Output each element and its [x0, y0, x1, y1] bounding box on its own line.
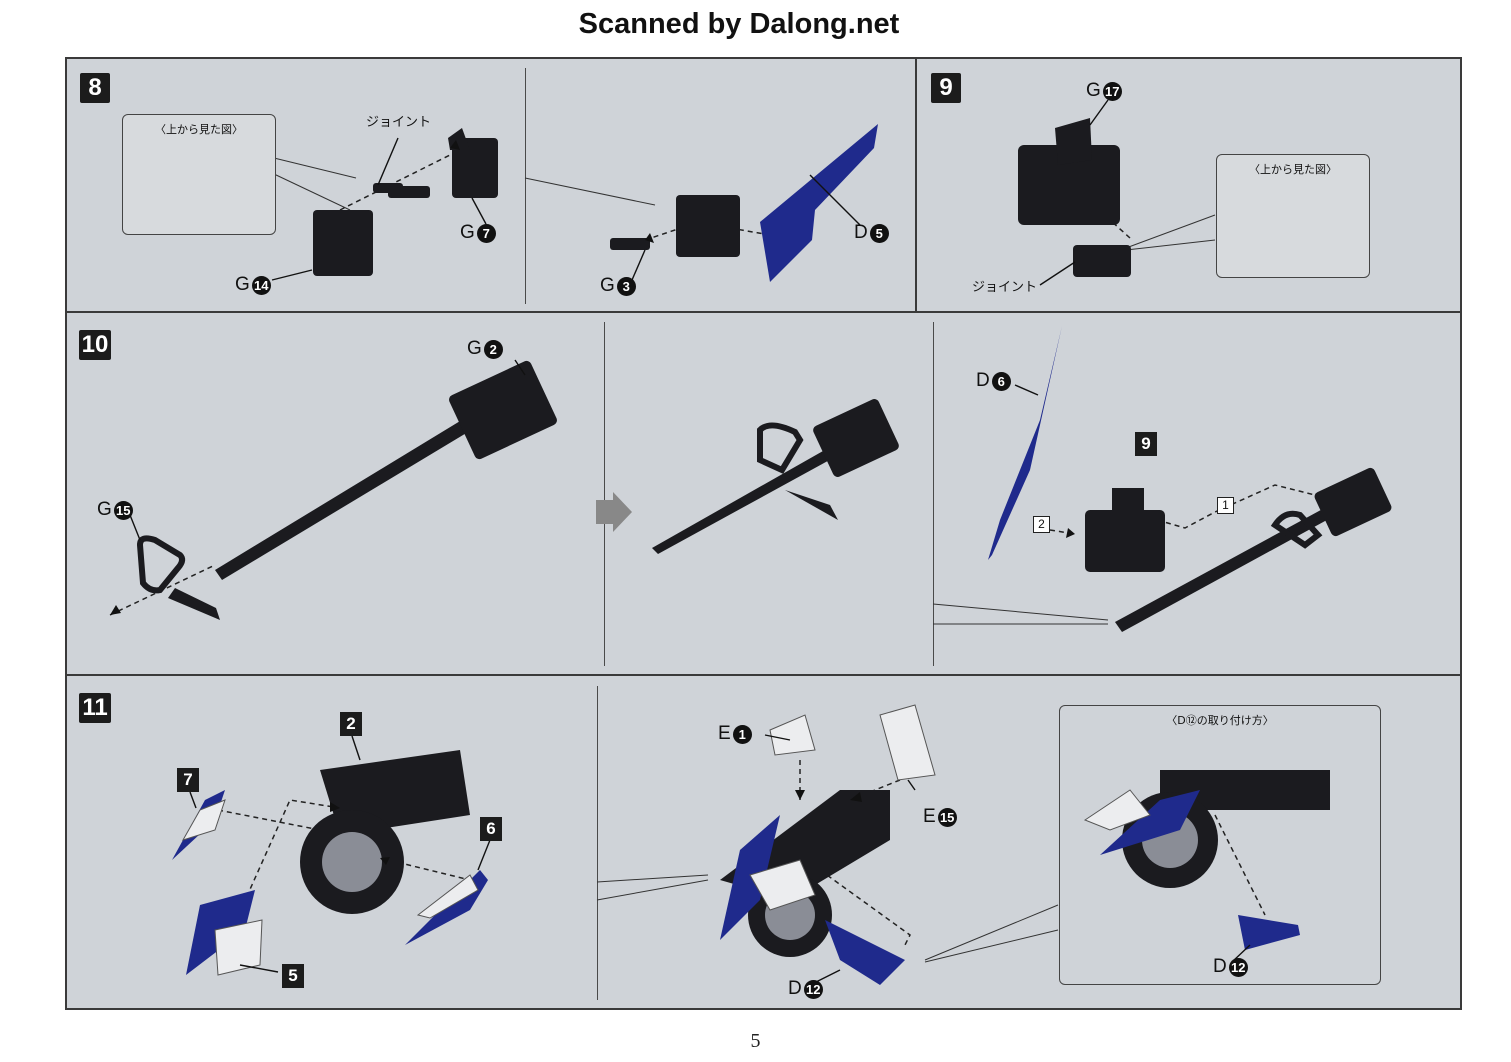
step-number-11: 11: [79, 693, 111, 723]
d12-attach-inset: 〈D⑫の取り付け方〉: [1059, 705, 1381, 985]
row-divider-1: [65, 311, 1462, 313]
order-marker-2: 2: [1033, 516, 1050, 533]
scan-credit: Scanned by Dalong.net: [578, 8, 900, 40]
sub-divider: [604, 322, 605, 666]
runner-letter: G: [467, 338, 482, 359]
inset-title: 〈D⑫の取り付け方〉: [1166, 714, 1274, 727]
sub-divider: [525, 68, 526, 304]
joint-label: ジョイント: [366, 115, 432, 130]
runner-letter: G: [97, 499, 112, 520]
part-number: 15: [113, 500, 133, 520]
runner-letter: D: [854, 222, 868, 243]
joint-label: ジョイント: [972, 280, 1038, 295]
part-number: 5: [869, 223, 889, 243]
step-ref-6: 6: [480, 817, 502, 841]
runner-letter: E: [923, 806, 936, 827]
inset-title: 〈上から見た図〉: [1249, 163, 1337, 176]
step-ref-5: 5: [282, 964, 304, 988]
part-number: 17: [1102, 81, 1122, 101]
step-ref-7: 7: [177, 768, 199, 792]
part-number: 14: [251, 275, 271, 295]
runner-letter: D: [788, 978, 802, 999]
runner-letter: G: [600, 275, 615, 296]
row-divider-2: [65, 674, 1462, 676]
top-view-inset: 〈上から見た図〉: [1216, 154, 1370, 278]
part-number: 15: [937, 807, 957, 827]
part-number: 6: [991, 371, 1011, 391]
step-ref-2: 2: [340, 712, 362, 736]
step-ref-9: 9: [1135, 432, 1157, 456]
part-number: 3: [616, 276, 636, 296]
sub-divider: [597, 686, 598, 1000]
top-view-inset: 〈上から見た図〉: [122, 114, 276, 235]
part-number: 1: [732, 724, 752, 744]
runner-letter: D: [1213, 956, 1227, 977]
runner-letter: G: [1086, 80, 1101, 101]
sub-divider: [933, 322, 934, 666]
inset-title: 〈上から見た図〉: [155, 123, 243, 136]
step-number-9: 9: [931, 73, 961, 103]
step-number-8: 8: [80, 73, 110, 103]
step-number-10: 10: [79, 330, 111, 360]
part-number: 12: [1228, 957, 1248, 977]
part-number: 7: [476, 223, 496, 243]
part-number: 2: [483, 339, 503, 359]
runner-letter: E: [718, 723, 731, 744]
page-number: 5: [750, 1030, 761, 1052]
runner-letter: G: [235, 274, 250, 295]
runner-letter: G: [460, 222, 475, 243]
part-number: 12: [803, 979, 823, 999]
runner-letter: D: [976, 370, 990, 391]
step-divider-8-9: [915, 57, 917, 312]
order-marker-1: 1: [1217, 497, 1234, 514]
